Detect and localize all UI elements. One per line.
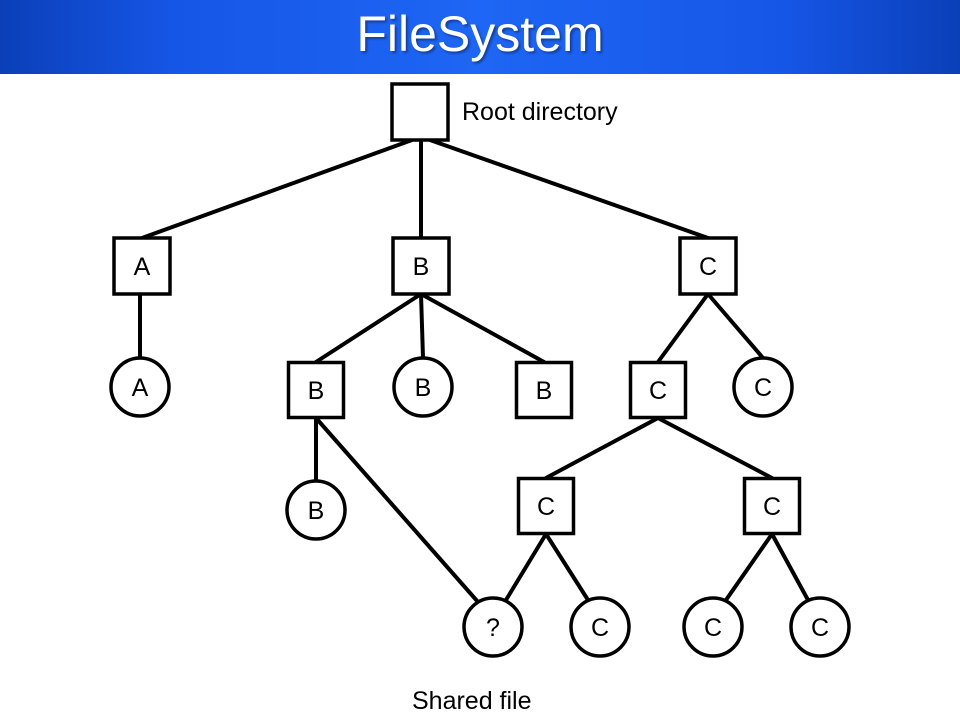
directory-node-dirB: B	[391, 236, 451, 296]
edge-dirC4-fileC3	[724, 532, 774, 602]
node-label: B	[415, 374, 432, 402]
file-circle	[285, 479, 347, 541]
page-title: FileSystem	[356, 6, 604, 62]
file-circle	[789, 596, 851, 658]
shared-file-label: Shared file	[412, 687, 532, 715]
node-label: C	[649, 377, 667, 405]
directory-box	[112, 236, 172, 296]
title-bar: FileSystem	[0, 0, 960, 74]
directory-node-dirB2: B	[286, 360, 346, 420]
file-node-fileB1: B	[392, 356, 454, 418]
node-label: A	[132, 374, 149, 402]
directory-box	[390, 82, 450, 142]
directory-node-dirC: C	[678, 236, 738, 296]
directory-box	[514, 360, 574, 420]
node-label: B	[308, 377, 325, 405]
directory-node-dirA: A	[112, 236, 172, 296]
file-circle	[109, 356, 171, 418]
node-label: C	[704, 614, 722, 642]
node-label: B	[413, 253, 430, 281]
directory-box	[516, 476, 576, 536]
file-node-fileA: A	[109, 356, 171, 418]
file-circle	[682, 596, 744, 658]
edge-root-dirC	[428, 138, 710, 240]
file-circle	[462, 596, 524, 658]
node-label: C	[754, 374, 772, 402]
directory-node-root	[390, 82, 450, 142]
tree-nodes: A B C A B B B C C B C C? C C C	[109, 82, 851, 658]
node-label: A	[134, 253, 151, 281]
node-label: C	[763, 493, 781, 521]
file-circle	[732, 356, 794, 418]
root-directory-label: Root directory	[462, 98, 618, 126]
tree-edges	[138, 138, 810, 604]
directory-box	[628, 360, 688, 420]
file-node-fileC2: C	[569, 596, 631, 658]
directory-box	[391, 236, 451, 296]
file-circle	[392, 356, 454, 418]
edge-dirB-dirB3	[419, 292, 546, 364]
node-label: C	[699, 253, 717, 281]
edge-dirB-dirB2	[314, 292, 423, 364]
node-label: C	[591, 614, 609, 642]
edge-dirB2-sharedFile	[314, 416, 480, 604]
node-label: C	[537, 493, 555, 521]
edge-dirC2-dirC4	[656, 416, 774, 480]
directory-box	[678, 236, 738, 296]
edge-dirB-fileB1	[419, 292, 425, 360]
file-node-fileC3: C	[682, 596, 744, 658]
node-label: ?	[486, 614, 500, 642]
file-node-fileB2: B	[285, 479, 347, 541]
edge-dirC3-fileC2	[544, 532, 590, 602]
edge-dirC-fileC1	[706, 292, 765, 360]
file-node-fileC4: C	[789, 596, 851, 658]
file-node-sharedFile: ?	[462, 596, 524, 658]
directory-node-dirC2: C	[628, 360, 688, 420]
node-label: B	[536, 377, 553, 405]
node-label: B	[308, 497, 325, 525]
file-circle	[569, 596, 631, 658]
directory-node-dirC4: C	[742, 476, 802, 536]
edge-dirC-dirC2	[656, 292, 710, 364]
edge-root-dirA	[140, 138, 414, 240]
directory-box	[286, 360, 346, 420]
directory-node-dirC3: C	[516, 476, 576, 536]
directory-box	[742, 476, 802, 536]
node-label: C	[811, 614, 829, 642]
directory-node-dirB3: B	[514, 360, 574, 420]
edge-dirC4-fileC4	[770, 532, 810, 602]
file-node-fileC1: C	[732, 356, 794, 418]
edge-dirC2-dirC3	[544, 416, 660, 480]
edge-dirC3-sharedFile	[504, 532, 548, 602]
